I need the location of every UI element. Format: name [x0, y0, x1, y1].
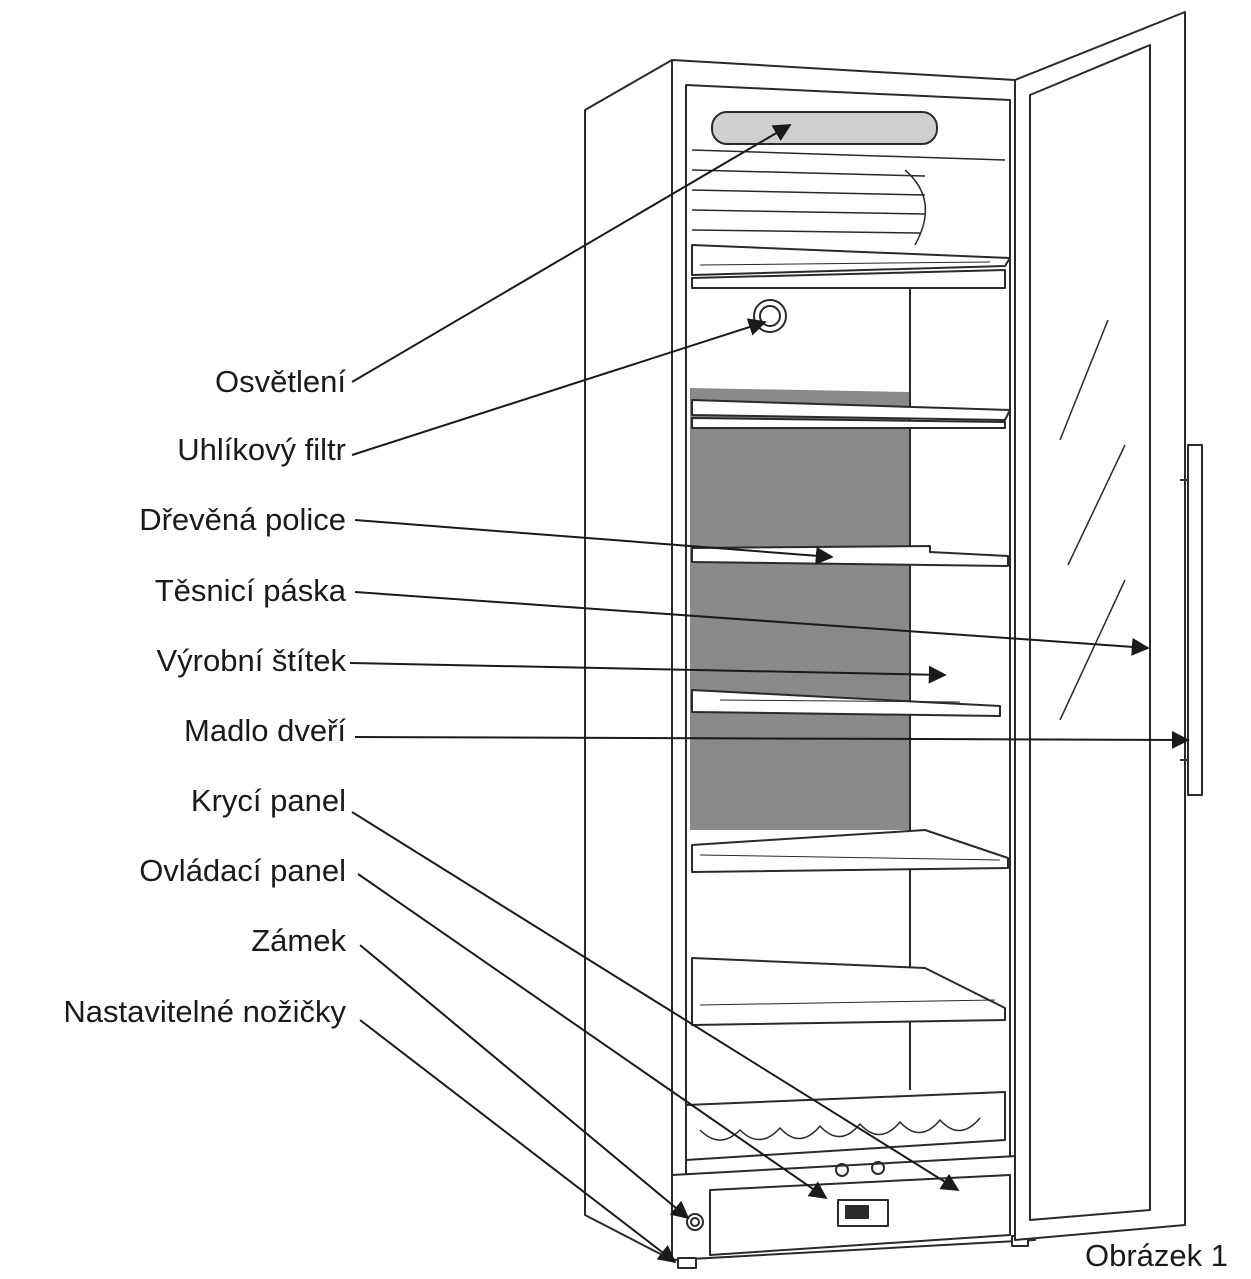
figure-caption: Obrázek 1 [1085, 1238, 1229, 1273]
label-zamek: Zámek [251, 923, 346, 958]
lock [686, 1213, 704, 1231]
leader-drevena-police [354, 519, 834, 565]
back-panel [690, 388, 910, 830]
leader-kryci-panel [351, 811, 960, 1191]
label-uhlikovy-filtr: Uhlíkový filtr [177, 432, 346, 467]
leader-nastavitelne-nozicky [359, 1019, 677, 1264]
shelf-1 [691, 244, 1011, 289]
label-madlo-dveri: Madlo dveří [184, 713, 346, 748]
shelf-3-wood [691, 545, 1009, 567]
shelf-5 [691, 829, 1009, 873]
shelf-6 [691, 957, 1006, 1026]
leader-zamek [359, 944, 690, 1220]
light-bar [711, 111, 938, 145]
bottom-rack [685, 1091, 1006, 1161]
leader-osvetleni [351, 124, 792, 383]
shelf-4 [691, 689, 1001, 717]
fan-grooves [691, 149, 1006, 246]
door-glass [1029, 44, 1151, 1221]
door-handle [1187, 444, 1203, 796]
label-nastavitelne-nozicky: Nastavitelné nožičky [63, 994, 346, 1029]
cabinet-side [584, 59, 673, 1261]
label-drevena-police: Dřevěná police [139, 502, 346, 537]
leader-madlo-dveri [354, 730, 1190, 749]
leader-ovladaci-panel [357, 873, 828, 1200]
label-osvetleni: Osvětlení [215, 364, 346, 399]
leader-vyrobni-stitek [349, 662, 947, 684]
leader-tesnici-paska [354, 591, 1150, 656]
label-vyrobni-stitek: Výrobní štítek [156, 643, 346, 678]
door [1014, 11, 1186, 1241]
label-ovladaci-panel: Ovládací panel [139, 853, 346, 888]
label-kryci-panel: Krycí panel [190, 783, 346, 818]
leader-uhlikovy-filtr [351, 318, 767, 456]
shelf-2 [691, 399, 1011, 429]
carbon-filter [753, 299, 787, 333]
label-tesnici-paska: Těsnicí páska [154, 573, 346, 608]
foot-left [677, 1257, 697, 1269]
